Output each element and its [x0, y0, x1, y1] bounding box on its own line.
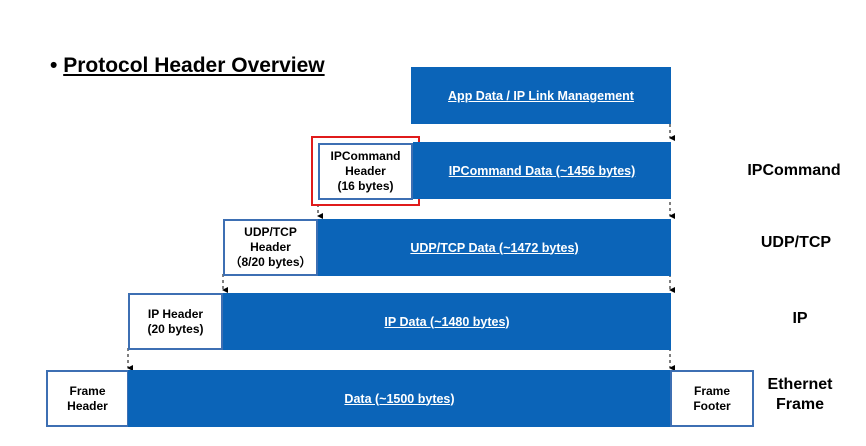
- layer-label-ethernet: Ethernet Frame: [767, 376, 833, 413]
- ip-data-label: IP Data (~1480 bytes): [384, 314, 510, 329]
- ipcommand-header-highlight: [311, 136, 420, 206]
- frame-footer-label: Frame Footer: [693, 383, 731, 413]
- frame-header-block: Frame Header: [46, 370, 129, 427]
- ipcommand-header-block: IPCommand Header (16 bytes): [318, 143, 413, 200]
- layer-label-ip: IP: [792, 310, 808, 327]
- udptcp-header-block: UDP/TCP Header （8/20 bytes）: [223, 219, 318, 276]
- ipcommand-data-label: IPCommand Data (~1456 bytes): [448, 163, 636, 178]
- app-data-label: App Data / IP Link Management: [448, 88, 634, 103]
- udptcp-data-block: UDP/TCP Data (~1472 bytes): [318, 219, 671, 276]
- ipcommand-data-block: IPCommand Data (~1456 bytes): [413, 142, 671, 199]
- udptcp-data-label: UDP/TCP Data (~1472 bytes): [410, 240, 579, 255]
- ipcommand-header-label: IPCommand Header (16 bytes): [330, 149, 401, 193]
- ip-header-block: IP Header (20 bytes): [128, 293, 223, 350]
- ethernet-data-label: Data (~1500 bytes): [344, 391, 455, 406]
- app-data-block: App Data / IP Link Management: [411, 67, 671, 124]
- layer-label-udptcp: UDP/TCP: [760, 234, 832, 251]
- ip-data-block: IP Data (~1480 bytes): [223, 293, 671, 350]
- layer-label-ipcommand: IPCommand: [747, 162, 841, 179]
- frame-header-label: Frame Header: [67, 383, 108, 413]
- ip-header-label: IP Header (20 bytes): [147, 306, 204, 336]
- page-title: • Protocol Header Overview: [50, 54, 325, 77]
- ethernet-data-block: Data (~1500 bytes): [128, 370, 671, 427]
- udptcp-header-label: UDP/TCP Header （8/20 bytes）: [229, 225, 312, 269]
- frame-footer-block: Frame Footer: [670, 370, 754, 427]
